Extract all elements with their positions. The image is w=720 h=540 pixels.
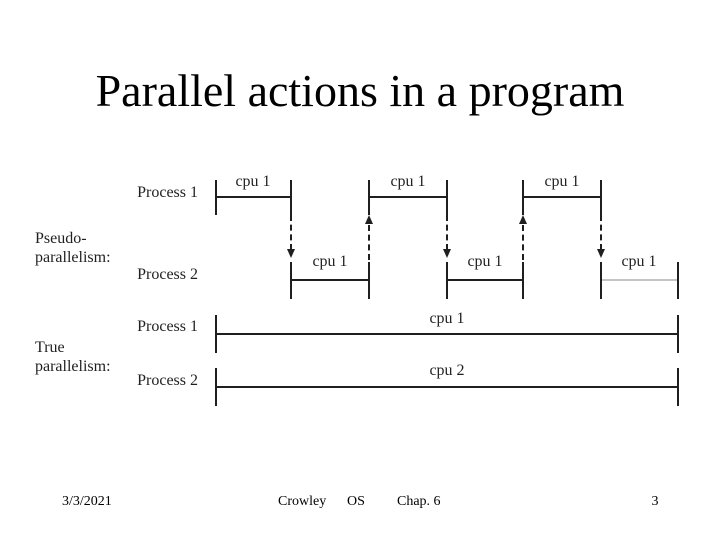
arrowhead-up-icon	[365, 215, 373, 224]
timeline-tick	[368, 262, 370, 299]
cpu-label: cpu 1	[621, 253, 657, 270]
timeline-tick	[600, 262, 602, 299]
cpu-label: cpu 1	[312, 253, 348, 270]
timeline-tick	[290, 180, 292, 215]
true-process1-label: Process 1	[137, 318, 198, 335]
slide-title: Parallel actions in a program	[95, 65, 625, 116]
pseudo-parallelism-label: Pseudo- parallelism:	[35, 229, 111, 267]
pseudo-parallelism-label-line1: Pseudo-	[35, 230, 87, 247]
timeline-tick	[600, 180, 602, 215]
dashed-line	[600, 215, 602, 250]
true-parallelism-label-line2: parallelism:	[35, 358, 111, 375]
arrowhead-down-icon	[597, 249, 605, 258]
timeline-segment	[523, 196, 601, 198]
true-parallelism-label: True parallelism:	[35, 338, 111, 376]
timeline-tick	[446, 262, 448, 299]
dashed-line	[522, 225, 524, 260]
footer-chapter: Chap. 6	[397, 494, 441, 509]
timeline-tick	[677, 315, 679, 353]
cpu-label: cpu 1	[235, 173, 271, 190]
timeline-tick	[215, 315, 217, 353]
timeline-segment-faded	[601, 279, 678, 281]
arrowhead-up-icon	[519, 215, 527, 224]
timeline-tick	[677, 368, 679, 406]
cpu-label: cpu 1	[429, 310, 465, 327]
footer-course: OS	[347, 494, 365, 509]
timeline-tick	[522, 180, 524, 215]
dashed-line	[446, 215, 448, 250]
timeline-segment	[216, 333, 678, 335]
timeline-segment	[447, 279, 523, 281]
timeline-segment	[216, 386, 678, 388]
true-parallelism-label-line1: True	[35, 339, 65, 356]
arrowhead-down-icon	[287, 249, 295, 258]
cpu-label: cpu 1	[544, 173, 580, 190]
dashed-line	[368, 225, 370, 260]
footer-page-number: 3	[651, 494, 659, 509]
cpu-label: cpu 1	[390, 173, 426, 190]
timeline-segment	[291, 279, 369, 281]
timeline-segment	[369, 196, 447, 198]
timeline-tick	[522, 262, 524, 299]
dashed-line	[290, 215, 292, 250]
arrowhead-down-icon	[443, 249, 451, 258]
cpu-label: cpu 2	[429, 362, 465, 379]
pseudo-parallelism-label-line2: parallelism:	[35, 249, 111, 266]
cpu-label: cpu 1	[467, 253, 503, 270]
timeline-tick	[215, 368, 217, 406]
timeline-tick	[290, 262, 292, 299]
footer-date: 3/3/2021	[62, 494, 112, 509]
true-process2-label: Process 2	[137, 372, 198, 389]
timeline-tick	[215, 180, 217, 215]
pseudo-process1-label: Process 1	[137, 184, 198, 201]
timeline-tick	[446, 180, 448, 215]
timeline-tick	[368, 180, 370, 215]
footer-author: Crowley	[278, 494, 327, 509]
pseudo-process2-label: Process 2	[137, 266, 198, 283]
timeline-tick	[677, 262, 679, 299]
timeline-segment	[216, 196, 291, 198]
